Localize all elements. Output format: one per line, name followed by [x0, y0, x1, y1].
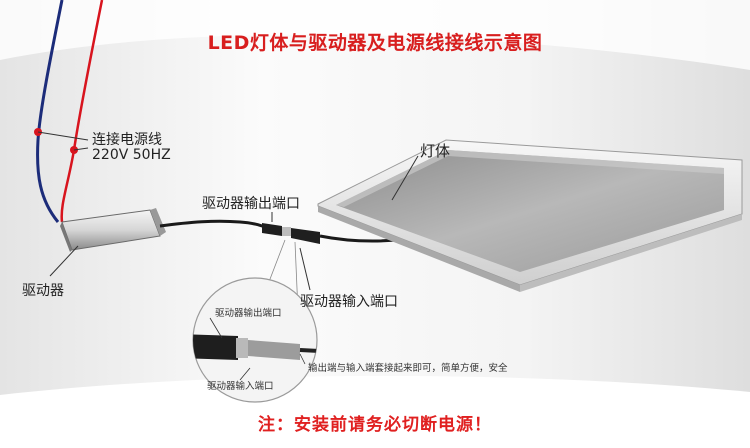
connector [261, 212, 441, 313]
driver-input-port-label: 驱动器输入端口 [300, 294, 398, 310]
power-cable [34, 0, 104, 223]
bottom-band [0, 375, 750, 448]
power-line-label: 连接电源线 [92, 132, 162, 148]
power-spec-label: 220V 50HZ [92, 147, 171, 163]
safety-notice: 注：安装前请务必切断电源！ [258, 415, 492, 435]
driver-output-port-label: 驱动器输出端口 [202, 196, 300, 212]
driver-label: 驱动器 [22, 283, 64, 299]
diagram-title: LED灯体与驱动器及电源线接线示意图 [207, 32, 543, 54]
driver-box [49, 208, 269, 277]
detail-callout [192, 277, 318, 403]
detail-output-port-label: 驱动器输出端口 [215, 308, 282, 319]
lamp-body-label: 灯体 [420, 142, 451, 160]
detail-caption: 输出端与输入端套接起来即可，简单方便，安全 [308, 363, 508, 374]
led-panel [317, 139, 743, 292]
detail-input-port-label: 驱动器输入端口 [207, 381, 274, 392]
